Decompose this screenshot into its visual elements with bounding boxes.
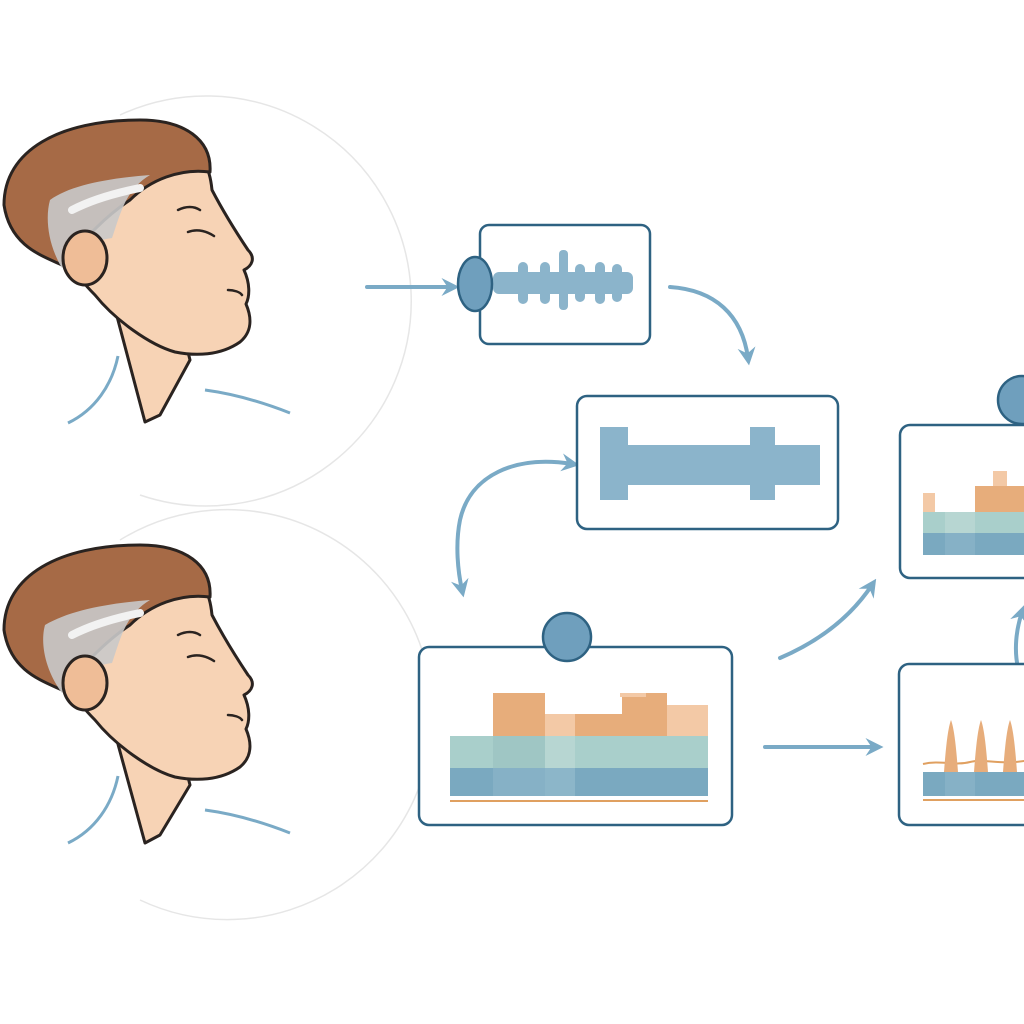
collar-line bbox=[204, 808, 291, 835]
eyebrow bbox=[176, 205, 202, 212]
shoulder-line bbox=[67, 775, 120, 845]
top-port-knob bbox=[541, 611, 593, 663]
arrow-spectrogram-to-feature bbox=[778, 578, 877, 660]
feature-panel bbox=[898, 374, 1024, 580]
subject-2 bbox=[2, 508, 434, 921]
top-port-knob bbox=[996, 374, 1024, 426]
collar-line bbox=[204, 388, 291, 415]
electrode-strip bbox=[68, 609, 144, 639]
ear bbox=[61, 654, 109, 712]
arrow-filtered-loop bbox=[450, 453, 580, 598]
subject-1 bbox=[2, 95, 412, 507]
bandpass-filter-icon bbox=[600, 427, 820, 500]
ear bbox=[61, 229, 109, 287]
closed-eye bbox=[186, 654, 216, 663]
mouth bbox=[226, 713, 244, 722]
arrow-raw-to-filtered bbox=[668, 285, 756, 366]
spectrogram-panel bbox=[417, 611, 734, 827]
waveform-icon bbox=[493, 250, 633, 310]
eyebrow bbox=[176, 630, 202, 637]
closed-eye bbox=[186, 229, 216, 238]
spike-detection-icon bbox=[922, 720, 1024, 801]
spectrogram-icon bbox=[923, 471, 1024, 555]
halo-circle bbox=[119, 95, 412, 507]
spike-panel bbox=[897, 662, 1024, 827]
electrode-strip bbox=[68, 184, 144, 214]
raw-signal-panel bbox=[456, 223, 652, 346]
mouth bbox=[226, 288, 244, 297]
input-port-knob bbox=[456, 255, 494, 313]
arrow-spike-to-feature bbox=[1010, 604, 1024, 670]
shoulder-line bbox=[67, 355, 120, 425]
filtered-signal-panel bbox=[575, 394, 840, 531]
spectrogram-icon bbox=[450, 693, 708, 802]
